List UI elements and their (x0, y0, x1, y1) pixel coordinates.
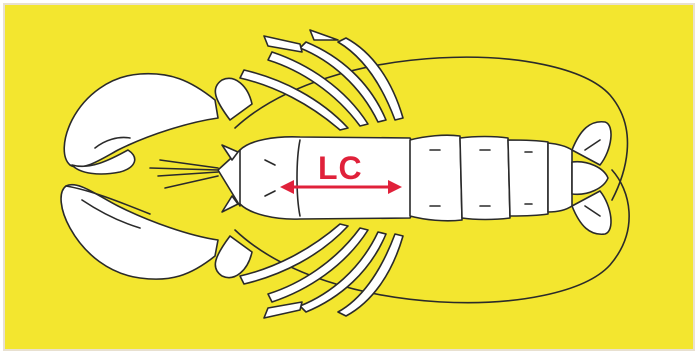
tail-fan (572, 122, 611, 235)
abdomen (410, 135, 572, 221)
carapace-length-label: LC (318, 150, 363, 187)
